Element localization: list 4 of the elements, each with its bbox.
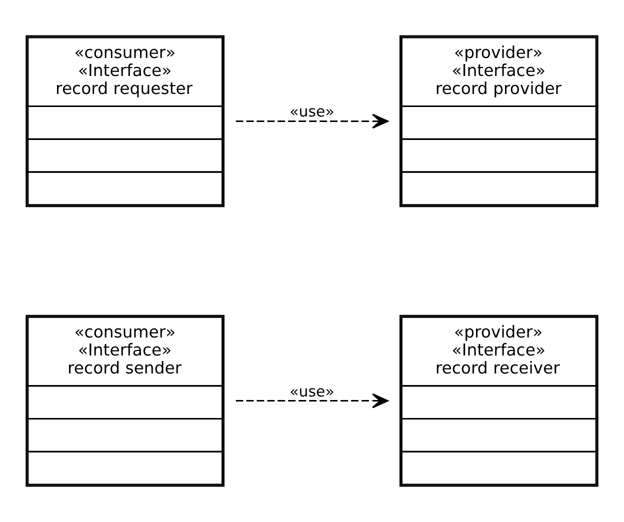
arrow — [236, 114, 388, 129]
edge-label: «use» — [290, 102, 334, 121]
arrow — [236, 393, 388, 408]
edge-label: «use» — [290, 382, 334, 400]
